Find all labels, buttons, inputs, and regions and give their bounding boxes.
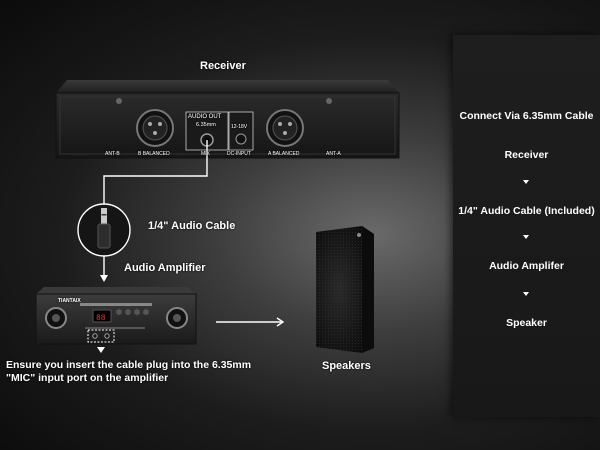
mix-label: MIX (201, 151, 210, 157)
balanced-b-label: B BALANCED (138, 151, 170, 157)
amplifier-label: Audio Amplifier (124, 262, 206, 274)
speakers-label: Speakers (322, 360, 371, 372)
amplifier-device: 88 (35, 287, 197, 345)
audio-out-size: 6.35mm (196, 122, 216, 128)
arrow-down-icon (100, 275, 108, 282)
xlr-port-b (136, 109, 174, 147)
step-audio-cable: 1/4" Audio Cable (Included) (458, 205, 595, 217)
xlr-port-a (266, 109, 304, 147)
audio-out-label: AUDIO OUT (188, 114, 222, 120)
dc-voltage-label: 12-18V (231, 124, 248, 130)
audio-cable-plug-icon (77, 203, 131, 257)
step-arrow-icon (523, 180, 529, 184)
mic-input-note: Ensure you insert the cable plug into th… (6, 359, 252, 384)
speaker-device (316, 226, 374, 353)
receiver-title: Receiver (200, 60, 246, 72)
dc-input-port (228, 111, 254, 151)
dc-input-label: DC-INPUT (227, 151, 251, 157)
step-audio-amplifier: Audio Amplifer (489, 260, 564, 272)
svg-text:88: 88 (96, 314, 106, 323)
step-arrow-icon (523, 292, 529, 296)
note-arrow-icon (97, 347, 105, 353)
ant-b-label: ANT-B (105, 151, 120, 157)
cable-label: 1/4" Audio Cable (148, 220, 236, 232)
arrow-right-icon (276, 317, 285, 327)
steps-heading: Connect Via 6.35mm Cable (459, 110, 594, 122)
step-arrow-icon (523, 235, 529, 239)
receiver-device (55, 80, 400, 159)
amplifier-brand: TIANTAIX (58, 298, 81, 304)
step-receiver: Receiver (504, 149, 549, 161)
ant-a-label: ANT-A (326, 151, 341, 157)
steps-panel: Connect Via 6.35mm Cable Receiver 1/4" A… (453, 35, 600, 417)
cable-line (103, 140, 208, 205)
step-speaker: Speaker (506, 317, 547, 329)
balanced-a-label: A BALANCED (268, 151, 300, 157)
